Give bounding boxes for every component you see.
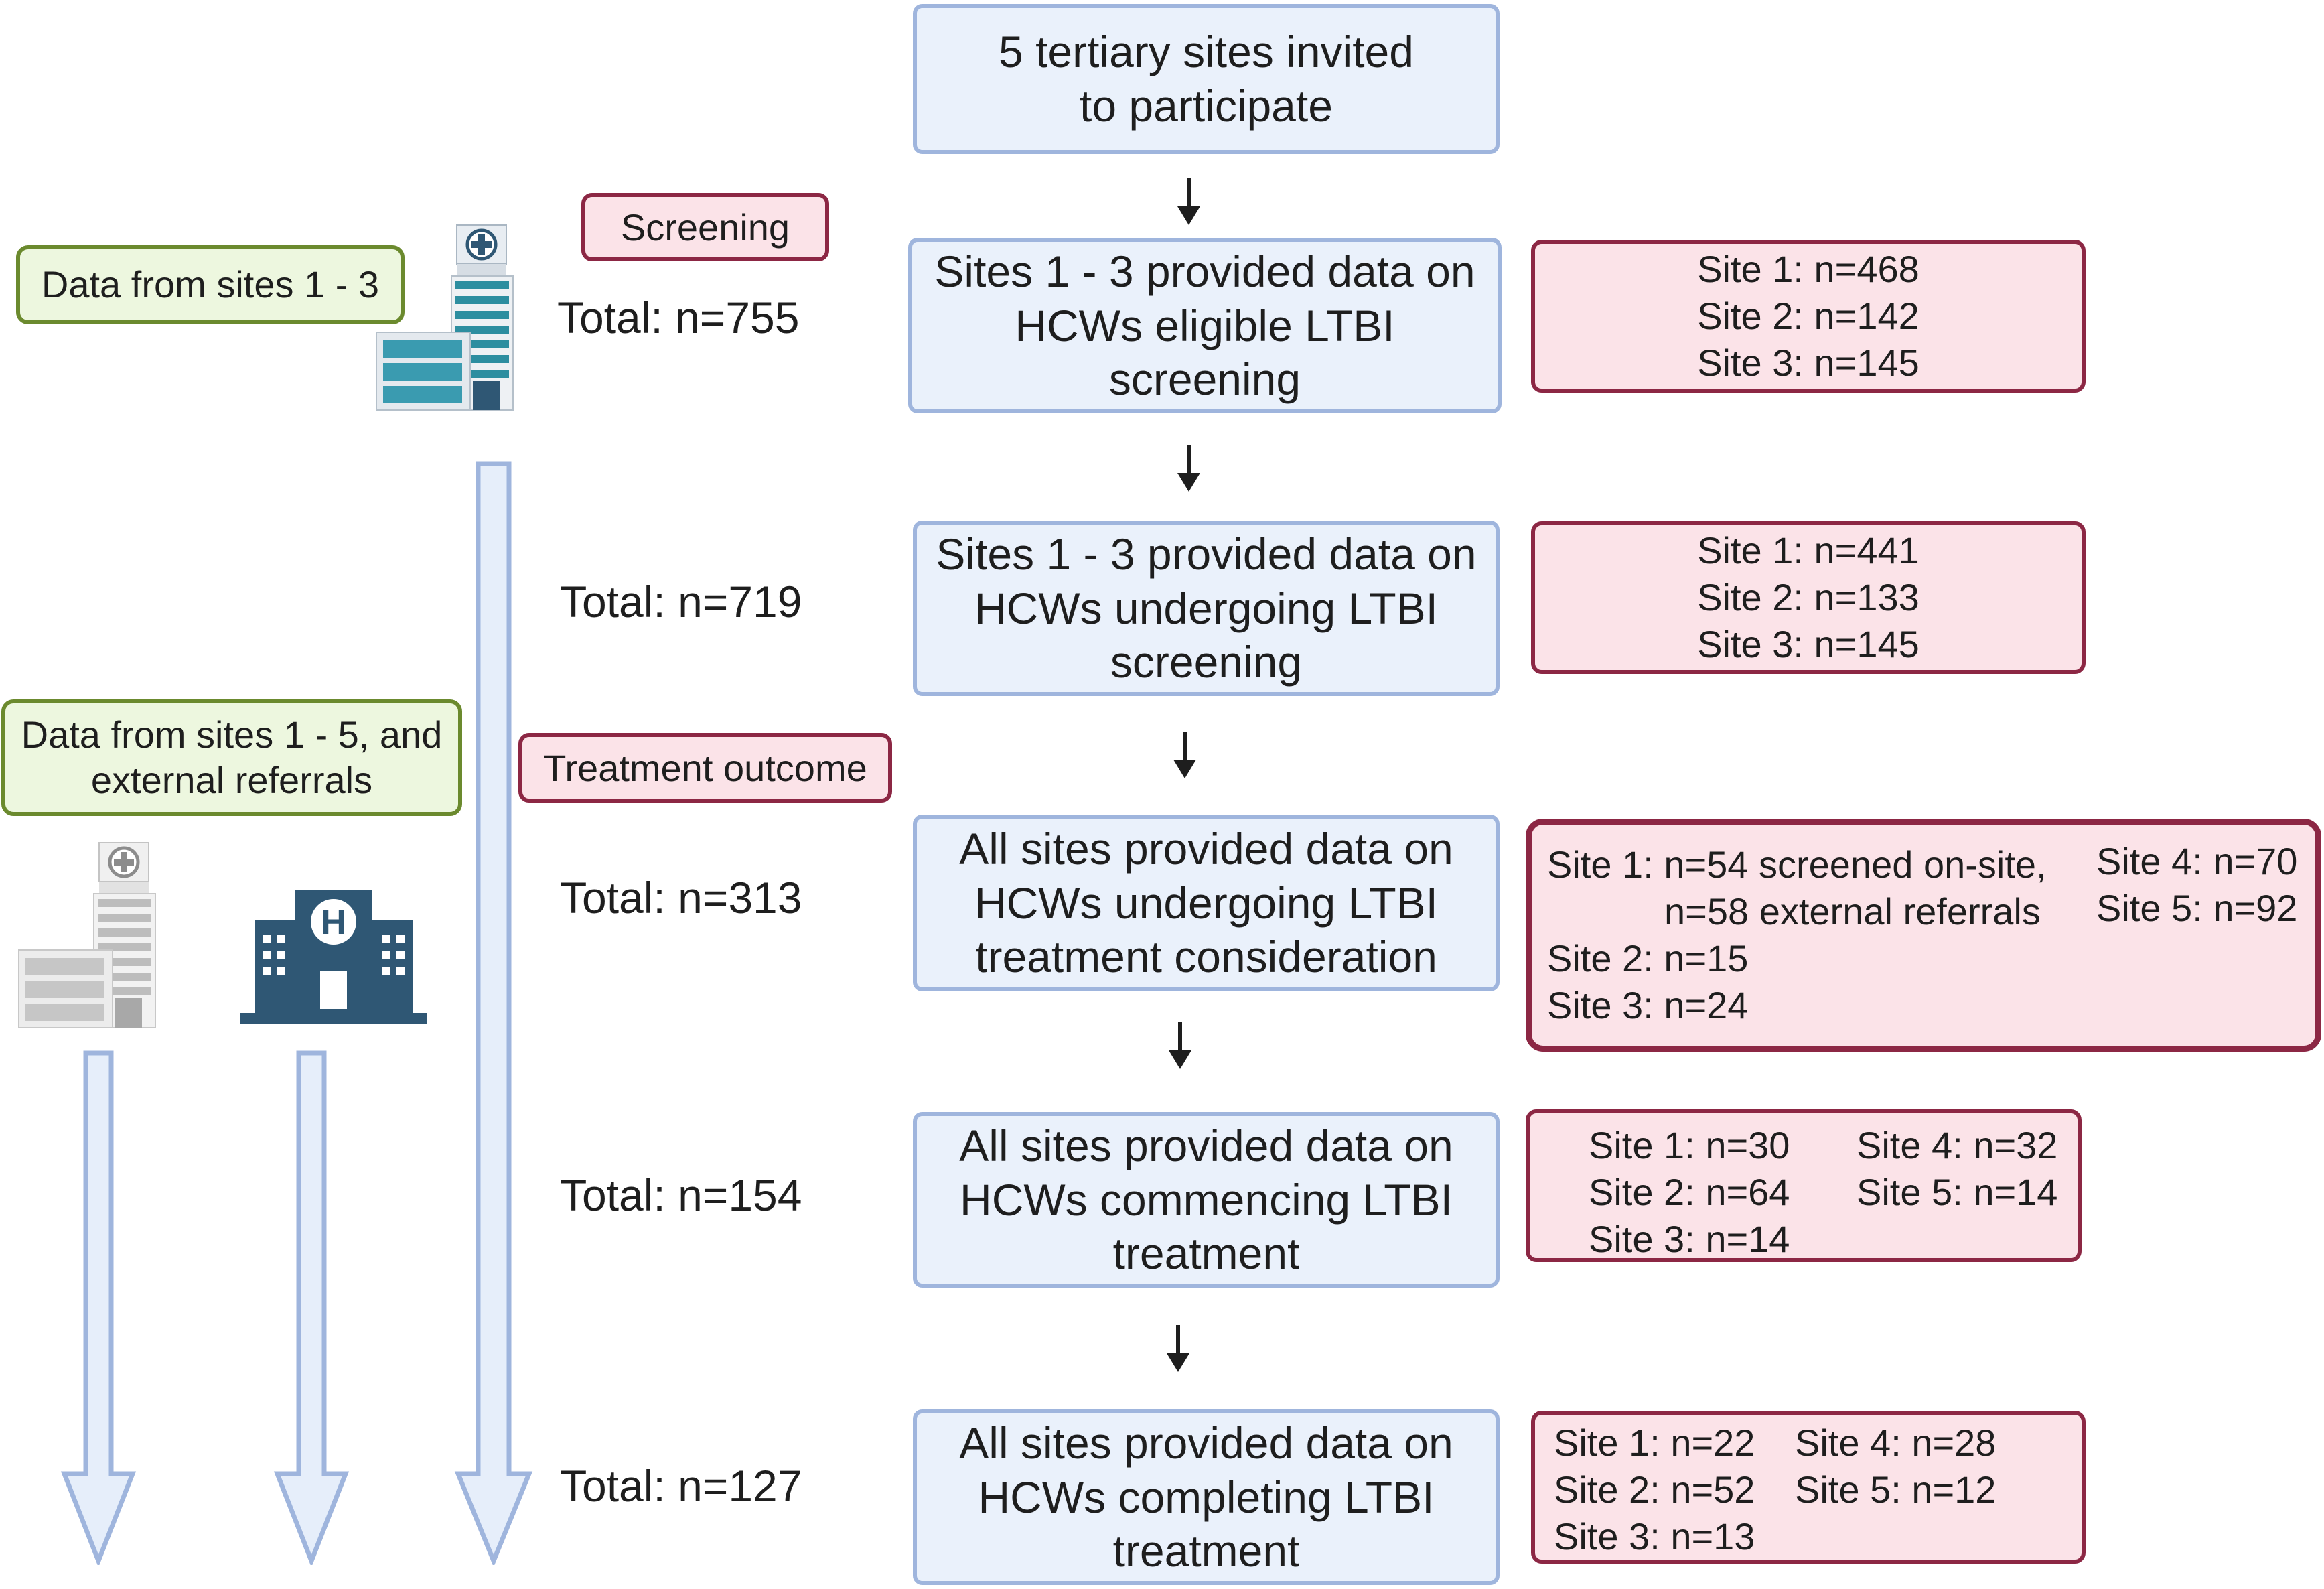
site-commencing-3: Site 3: n=14 (1589, 1218, 1790, 1260)
flow-commencing-line-1: All sites provided data on (959, 1121, 1453, 1171)
site-completing-3: Site 3: n=13 (1554, 1515, 1755, 1558)
flow-box-eligible: Sites 1 - 3 provided data on HCWs eligib… (908, 238, 1502, 413)
site-commencing-2: Site 2: n=64 (1589, 1171, 1790, 1213)
flow-consideration-line-2: HCWs undergoing LTBI (974, 878, 1439, 928)
flow-box-undergoing-screening: Sites 1 - 3 provided data on HCWs underg… (913, 521, 1500, 696)
stage-label-screening-text: Screening (620, 206, 790, 249)
flow-undergoing-line-3: screening (1110, 637, 1303, 687)
data-source-sites-1-5-line-1: Data from sites 1 - 5, and (21, 713, 443, 756)
hospital-h-icon: H (240, 890, 427, 1024)
flow-completing-line-3: treatment (1112, 1526, 1300, 1576)
down-arrow-icon (1177, 445, 1200, 492)
site-commencing-1: Site 1: n=30 (1589, 1124, 1790, 1166)
total-eligible: Total: n=755 (557, 293, 800, 342)
down-arrow-icon (1167, 1325, 1189, 1372)
flow-consideration-line-1: All sites provided data on (959, 824, 1453, 874)
total-completing: Total: n=127 (560, 1461, 802, 1511)
site-consideration-1b: n=58 external referrals (1664, 890, 2041, 932)
flow-eligible-line-1: Sites 1 - 3 provided data on (934, 247, 1475, 297)
hospital-building-grey-icon (18, 842, 156, 1028)
site-undergoing-1: Site 1: n=441 (1697, 529, 1919, 571)
flow-eligible-line-3: screening (1108, 354, 1301, 405)
site-completing-5: Site 5: n=12 (1795, 1468, 1996, 1511)
site-eligible-2: Site 2: n=142 (1697, 295, 1919, 337)
flow-commencing-line-3: treatment (1112, 1229, 1300, 1279)
data-source-sites-1-5: Data from sites 1 - 5, and external refe… (1, 699, 462, 816)
stage-label-treatment-outcome: Treatment outcome (518, 733, 892, 803)
site-eligible-1: Site 1: n=468 (1697, 248, 1919, 290)
stage-label-treatment-outcome-text: Treatment outcome (543, 746, 867, 789)
flow-box-commencing: All sites provided data on HCWs commenci… (913, 1112, 1500, 1288)
total-treatment-consideration: Total: n=313 (560, 873, 802, 922)
site-consideration-1a: Site 1: n=54 screened on-site, (1547, 843, 2047, 886)
data-source-sites-1-3: Data from sites 1 - 3 (16, 245, 405, 324)
total-undergoing-screening: Total: n=719 (560, 577, 802, 626)
site-consideration-5: Site 5: n=92 (2096, 887, 2298, 929)
site-consideration-3: Site 3: n=24 (1547, 984, 1749, 1026)
site-completing-1: Site 1: n=22 (1554, 1422, 1755, 1464)
site-consideration-2: Site 2: n=15 (1547, 937, 1749, 979)
site-box-treatment-consideration: Site 1: n=54 screened on-site, n=58 exte… (1526, 819, 2321, 1052)
site-commencing-5: Site 5: n=14 (1857, 1171, 2058, 1213)
site-box-eligible: Site 1: n=468 Site 2: n=142 Site 3: n=14… (1531, 240, 2086, 393)
site-undergoing-3: Site 3: n=145 (1697, 623, 1919, 665)
hospital-h-letter: H (321, 903, 346, 942)
site-box-undergoing-screening: Site 1: n=441 Site 2: n=133 Site 3: n=14… (1531, 521, 2086, 674)
flow-undergoing-line-1: Sites 1 - 3 provided data on (936, 529, 1477, 579)
total-commencing: Total: n=154 (560, 1170, 802, 1220)
site-undergoing-2: Site 2: n=133 (1697, 576, 1919, 618)
flow-invite-line-2: to participate (1080, 81, 1333, 131)
down-arrow-icon (1169, 1022, 1191, 1069)
flow-box-completing: All sites provided data on HCWs completi… (913, 1409, 1500, 1585)
site-completing-4: Site 4: n=28 (1795, 1422, 1996, 1464)
site-eligible-3: Site 3: n=145 (1697, 342, 1919, 384)
site-commencing-4: Site 4: n=32 (1857, 1124, 2058, 1166)
stage-label-screening: Screening (581, 193, 829, 261)
site-completing-2: Site 2: n=52 (1554, 1468, 1755, 1511)
flow-eligible-line-2: HCWs eligible LTBI (1015, 300, 1395, 350)
flow-consideration-line-3: treatment consideration (975, 932, 1437, 982)
data-source-sites-1-5-line-2: external referrals (90, 759, 373, 801)
down-arrow-icon (454, 461, 533, 1565)
flow-box-invite: 5 tertiary sites invited to participate (913, 4, 1500, 154)
data-source-sites-1-3-text: Data from sites 1 - 3 (41, 263, 380, 305)
hospital-building-icon (376, 224, 514, 411)
down-arrow-icon (1177, 178, 1200, 225)
flow-box-treatment-consideration: All sites provided data on HCWs undergoi… (913, 815, 1500, 991)
site-box-completing: Site 1: n=22 Site 2: n=52 Site 3: n=13 S… (1531, 1411, 2086, 1564)
flow-completing-line-2: HCWs completing LTBI (978, 1472, 1435, 1522)
flow-commencing-line-2: HCWs commencing LTBI (960, 1174, 1453, 1225)
flow-invite-line-1: 5 tertiary sites invited (999, 27, 1414, 77)
flow-undergoing-line-2: HCWs undergoing LTBI (974, 583, 1439, 633)
site-box-commencing: Site 1: n=30 Site 2: n=64 Site 3: n=14 S… (1526, 1109, 2082, 1262)
site-consideration-4: Site 4: n=70 (2096, 840, 2298, 882)
flow-completing-line-1: All sites provided data on (959, 1418, 1453, 1468)
down-arrow-icon (273, 1050, 350, 1565)
down-arrow-icon (60, 1050, 137, 1565)
down-arrow-icon (1173, 732, 1196, 778)
